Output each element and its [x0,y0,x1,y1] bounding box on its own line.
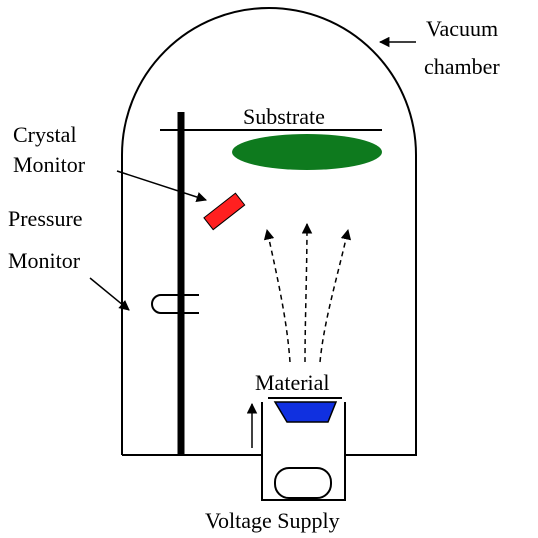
vacuum-chamber-label-line1: Vacuum [426,16,498,41]
voltage-supply-label: Voltage Supply [205,508,340,533]
vapor-flow [263,222,352,363]
voltage-supply-box [261,402,346,501]
vacuum-chamber-label-line2: chamber [424,54,500,79]
pressure-monitor-label-line1: Pressure [8,206,83,231]
material-crucible [273,401,338,423]
vacuum-chamber-outline [121,7,417,456]
voltage-supply-element [274,467,332,499]
vapor-arrow-center [301,222,313,363]
pressure-monitor-label-line2: Monitor [8,248,81,273]
crystal-monitor-label-line1: Crystal [13,122,77,147]
vapor-arrow-right [319,228,352,363]
substrate [232,134,382,170]
material-label: Material [255,370,330,395]
crystal-monitor-label-line2: Monitor [13,152,86,177]
crystal-monitor-pointer [116,170,207,203]
pressure-monitor-gauge [151,294,199,314]
vapor-arrow-left [263,228,291,363]
substrate-label: Substrate [243,104,325,129]
pressure-monitor-pointer [89,277,130,311]
crystal-monitor [203,192,246,231]
